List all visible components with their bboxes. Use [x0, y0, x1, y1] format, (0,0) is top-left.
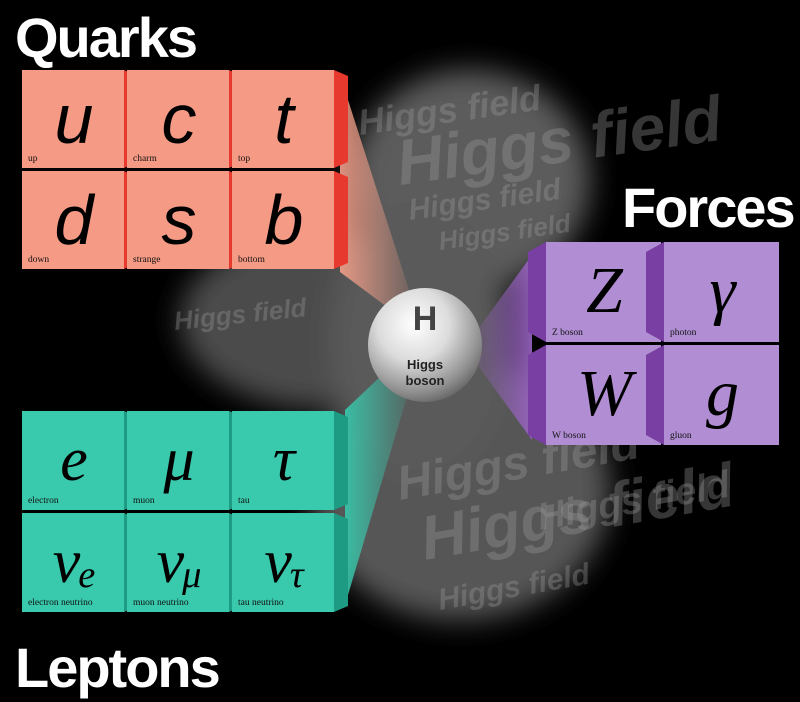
particle-subscript: e [78, 553, 96, 596]
particle-symbol: μ [163, 426, 195, 494]
higgs-label-line2: boson [405, 373, 445, 388]
lepton-beam [345, 360, 415, 605]
particle-name: W boson [552, 431, 586, 441]
particle-name: Z boson [552, 328, 583, 338]
particle-symbol: b [264, 181, 304, 259]
quark-beam [340, 75, 418, 330]
force-beam [468, 255, 532, 440]
particle-name: muon neutrino [133, 598, 189, 608]
particle-symbol: γ [709, 254, 736, 327]
particle-symbol: τ [272, 426, 296, 494]
particle-name: muon [133, 496, 155, 506]
particle-symbol: Z [586, 254, 623, 327]
particle-name: tau [238, 496, 250, 506]
particle-name: tau neutrino [238, 598, 284, 608]
heading-leptons: Leptons [15, 636, 221, 699]
lepton-cell-tau-neutrino: ντ tau neutrino [232, 513, 348, 614]
particle-symbol: νμ [156, 528, 202, 596]
particle-subscript: μ [182, 553, 202, 596]
force-cell-photon: γ photon [646, 242, 781, 344]
higgs-label-line1: Higgs [406, 357, 444, 372]
lepton-cell-electron-neutrino: νe electron neutrino [22, 513, 138, 614]
force-cell-gluon: g gluon [646, 345, 781, 447]
particle-name: charm [133, 154, 157, 164]
particle-symbol: t [274, 80, 294, 158]
particle-name: photon [670, 328, 697, 338]
lepton-cell-tau: τ tau [232, 411, 348, 512]
particle-name: strange [133, 255, 161, 265]
particle-symbol: e [60, 426, 88, 494]
particle-name: electron neutrino [28, 598, 93, 608]
particle-name: bottom [238, 255, 265, 265]
particle-symbol: g [706, 357, 739, 430]
particle-symbol: c [161, 80, 197, 158]
particle-symbol: s [161, 181, 197, 259]
particle-name: electron [28, 496, 59, 506]
heading-forces: Forces [622, 176, 796, 239]
particle-symbol: W [577, 357, 632, 430]
quark-cell-up: u up [22, 70, 138, 170]
particle-name: down [28, 255, 50, 265]
higgs-symbol: H [412, 300, 438, 338]
quark-cell-top: t top [232, 70, 348, 170]
particle-subscript: τ [289, 553, 304, 596]
particle-symbol: νe [52, 528, 96, 596]
higgs-boson-sphere [368, 288, 482, 402]
particle-name: top [238, 154, 251, 164]
particle-name: up [28, 154, 38, 164]
particle-symbol: u [54, 80, 94, 158]
particle-symbol: d [54, 181, 94, 259]
lepton-cell-muon-neutrino: νμ muon neutrino [127, 513, 243, 614]
particle-name: gluon [670, 431, 692, 441]
particle-symbol: ντ [264, 528, 304, 596]
heading-quarks: Quarks [15, 6, 198, 69]
